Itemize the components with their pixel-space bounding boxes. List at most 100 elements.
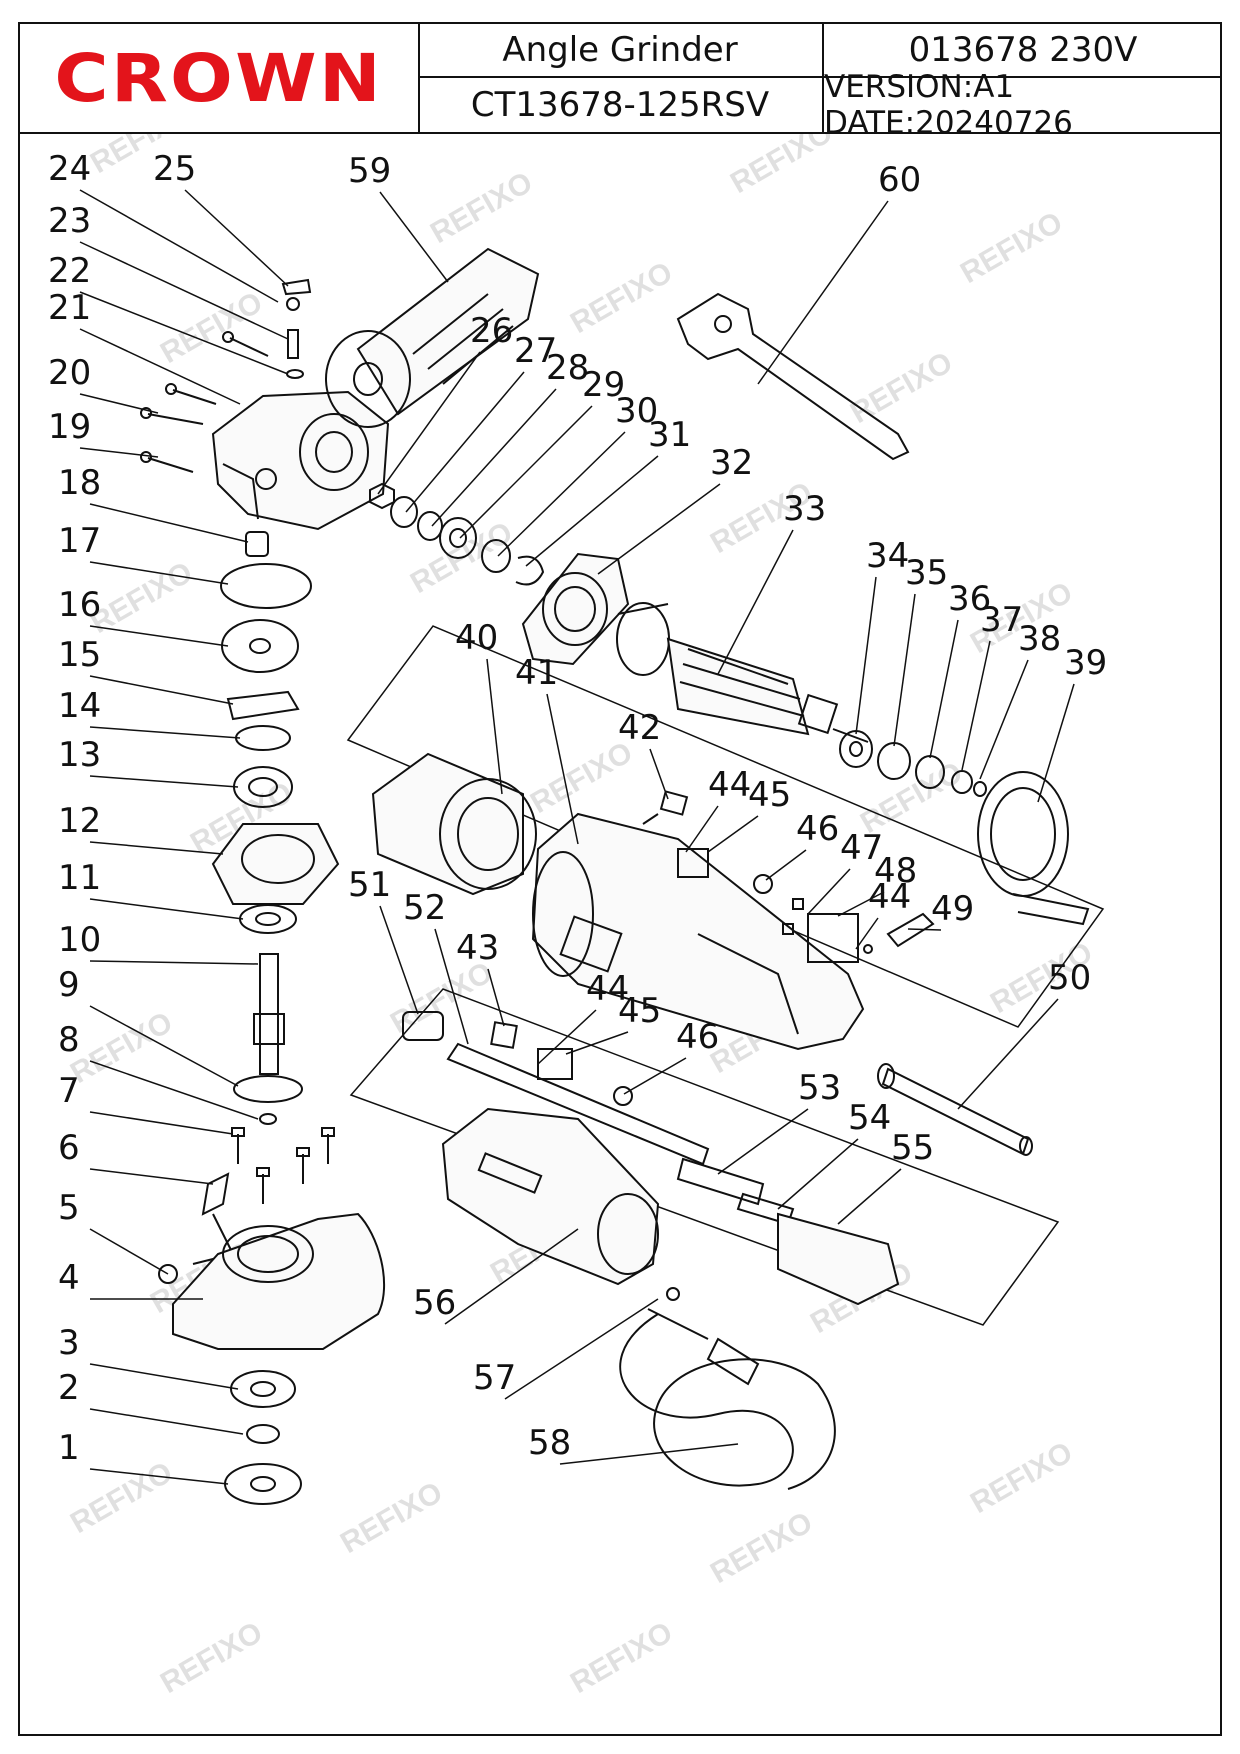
watermark-text: REFIXO [65, 1006, 178, 1090]
part-callout-33: 33 [783, 489, 826, 529]
watermark-text: REFIXO [565, 1616, 678, 1700]
leader-line-29 [459, 405, 593, 539]
brand-logo: CROWN [20, 24, 420, 132]
leader-line-60 [757, 200, 889, 385]
leader-line-56 [444, 1228, 579, 1325]
leader-line-53 [717, 1108, 809, 1175]
part-callout-31: 31 [648, 415, 691, 455]
drawing-frame [18, 134, 1222, 1736]
brand-logo-text: CROWN [54, 39, 384, 117]
part-callout-10: 10 [58, 920, 101, 960]
field-stator [371, 752, 537, 896]
housing-screws [140, 331, 269, 473]
part-callout-45: 45 [748, 775, 791, 815]
part-callout-26: 26 [470, 311, 513, 351]
model-number: CT13678-125RSV [418, 78, 824, 132]
part-callout-57: 57 [473, 1358, 516, 1398]
leader-line-32 [597, 483, 721, 575]
part-callout-20: 20 [48, 353, 91, 393]
part-callout-41: 41 [515, 653, 558, 693]
part-callout-30: 30 [615, 391, 658, 431]
leader-line-44 [537, 1009, 597, 1065]
leader-line-22 [79, 291, 289, 375]
part-callout-52: 52 [403, 888, 446, 928]
leader-line-39 [1037, 683, 1075, 803]
part-callout-46: 46 [676, 1017, 719, 1057]
leader-line-2 [89, 1408, 244, 1435]
gear-housing [211, 390, 390, 531]
watermark-text: REFIXO [335, 1476, 448, 1560]
part-callout-39: 39 [1064, 643, 1107, 683]
article-voltage: 013678 230V [824, 24, 1222, 78]
part-callout-40: 40 [455, 618, 498, 658]
leader-line-50 [957, 998, 1059, 1110]
part-callout-59: 59 [348, 151, 391, 191]
leader-line-35 [893, 593, 916, 747]
part-callout-34: 34 [866, 536, 909, 576]
part-callout-8: 8 [58, 1020, 80, 1060]
power-cord [619, 1287, 836, 1490]
leader-line-23 [79, 241, 289, 340]
part-callout-19: 19 [48, 407, 91, 447]
part-callout-9: 9 [58, 965, 80, 1005]
part-callout-7: 7 [58, 1071, 80, 1111]
leader-line-42 [649, 748, 669, 800]
part-callout-35: 35 [905, 553, 948, 593]
leader-line-10 [89, 960, 259, 965]
part-callout-49: 49 [931, 889, 974, 929]
bearing-plate [521, 552, 630, 666]
leader-line-28 [431, 388, 557, 527]
leader-line-55 [837, 1168, 902, 1225]
watermark-text: REFIXO [705, 1506, 818, 1590]
leader-line-58 [559, 1443, 739, 1465]
leader-lines [79, 189, 1075, 1485]
part-callout-56: 56 [413, 1283, 456, 1323]
spindle-lock-parts [281, 278, 312, 379]
watermark-text: REFIXO [725, 134, 838, 200]
flanges-and-nut [224, 1370, 302, 1505]
leader-line-3 [89, 1363, 239, 1390]
leader-line-15 [89, 675, 234, 705]
leader-line-44 [855, 917, 879, 950]
rear-cover [977, 771, 1090, 926]
part-callout-51: 51 [348, 865, 391, 905]
part-callout-3: 3 [58, 1323, 80, 1363]
part-callout-44: 44 [708, 765, 751, 805]
leader-line-37 [961, 640, 991, 771]
watermark-text: REFIXO [845, 346, 958, 430]
part-callout-18: 18 [58, 463, 101, 503]
part-callout-16: 16 [58, 585, 101, 625]
wheel-guard [172, 1212, 386, 1350]
product-name: Angle Grinder [418, 24, 824, 78]
leader-line-1 [89, 1468, 229, 1485]
part-callout-25: 25 [153, 149, 196, 189]
part-callout-6: 6 [58, 1128, 80, 1168]
part-callout-46: 46 [796, 809, 839, 849]
part-callout-32: 32 [710, 443, 753, 483]
part-callout-1: 1 [58, 1428, 80, 1468]
cable-sleeve [877, 1063, 1033, 1156]
motor-housing [531, 812, 865, 1051]
part-callout-53: 53 [798, 1068, 841, 1108]
leader-line-27 [405, 371, 525, 513]
bevel-gear-bearing-train [369, 482, 545, 586]
part-callout-28: 28 [546, 348, 589, 388]
leader-line-36 [929, 619, 959, 759]
part-callout-17: 17 [58, 521, 101, 561]
part-callout-44: 44 [586, 969, 629, 1009]
leader-line-40 [486, 658, 503, 795]
watermark-text: REFIXO [955, 206, 1068, 290]
leader-line-46 [765, 849, 807, 881]
part-callout-60: 60 [878, 160, 921, 200]
leader-line-14 [89, 726, 241, 739]
part-callout-38: 38 [1018, 619, 1061, 659]
leader-line-21 [79, 328, 241, 405]
leader-line-17 [89, 561, 229, 585]
part-callout-12: 12 [58, 801, 101, 841]
leader-line-54 [777, 1138, 859, 1210]
part-callout-21: 21 [48, 288, 91, 328]
leader-line-24 [79, 189, 279, 303]
part-callout-22: 22 [48, 251, 91, 291]
leader-line-25 [184, 189, 289, 287]
